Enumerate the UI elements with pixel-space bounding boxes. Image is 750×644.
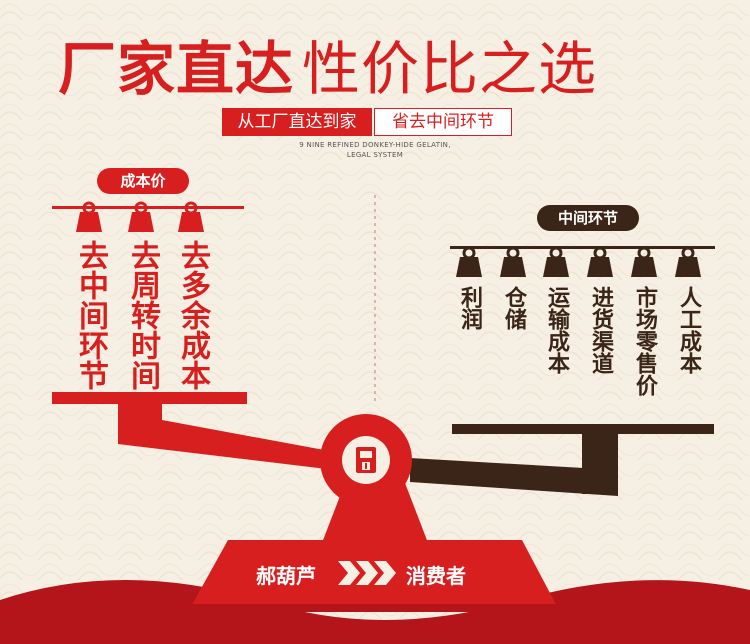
- weight-icon: [456, 246, 482, 277]
- bottom-wave: [0, 580, 750, 644]
- right-beam: [410, 458, 618, 496]
- left-item-2: 去周转时间: [125, 240, 160, 390]
- right-item-6: 人工成本: [676, 286, 701, 374]
- english-line-1: 9 NINE REFINED DONKEY-HIDE GELATIN,: [299, 141, 451, 149]
- title-light: 性价比之选: [302, 35, 598, 103]
- subtitle-right: 省去中间环节: [374, 108, 512, 136]
- english-caption: 9 NINE REFINED DONKEY-HIDE GELATIN, LEGA…: [250, 140, 500, 160]
- cost-price-tag: 成本价: [97, 168, 189, 194]
- weight-icon: [76, 201, 102, 232]
- weight-icon: [128, 201, 154, 232]
- english-line-2: LEGAL SYSTEM: [346, 151, 404, 159]
- left-item-3: 去多余成本: [175, 240, 210, 390]
- left-item-1: 去中间环节: [73, 240, 108, 390]
- weight-icon: [178, 201, 204, 232]
- right-item-5: 市场零售价: [632, 286, 657, 396]
- left-hang-bar: [52, 206, 244, 209]
- weight-icon: [587, 246, 613, 277]
- right-item-2: 仓储: [501, 286, 526, 330]
- left-beam: [118, 420, 335, 470]
- left-weights: [76, 201, 204, 232]
- base-from-label: 郝葫芦: [256, 564, 316, 588]
- subtitle-left: 从工厂直达到家: [222, 108, 372, 136]
- weight-icon: [631, 246, 657, 277]
- weight-icon: [500, 246, 526, 277]
- left-pan: [52, 392, 247, 404]
- chevrons-right-icon: [338, 561, 396, 585]
- right-pan: [452, 424, 714, 434]
- right-item-4: 进货渠道: [588, 286, 613, 374]
- box-icon: [356, 447, 376, 473]
- right-item-1: 利润: [457, 286, 482, 330]
- right-item-3: 运输成本: [544, 286, 569, 374]
- weight-icon: [675, 246, 701, 277]
- base-to-label: 消费者: [406, 564, 466, 588]
- weight-icon: [543, 246, 569, 277]
- right-weights: [456, 246, 701, 277]
- right-hang-bar: [450, 246, 715, 249]
- title-bold: 厂家直达: [58, 35, 295, 103]
- middle-links-tag: 中间环节: [537, 205, 639, 231]
